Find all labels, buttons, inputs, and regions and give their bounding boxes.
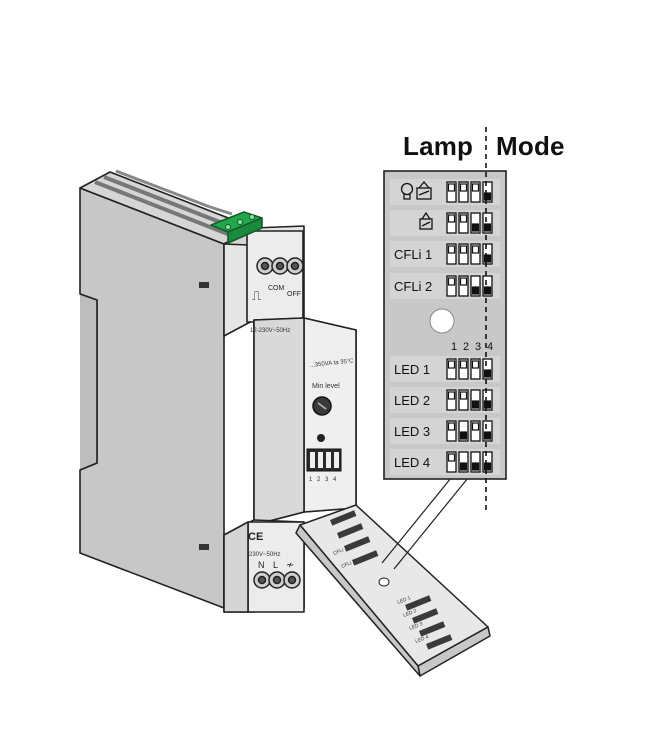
bottom-terminal-screws — [253, 571, 301, 589]
row-label: CFLi 1 — [394, 247, 432, 262]
latch-slot-icon — [199, 282, 209, 288]
row-label: LED 4 — [394, 455, 430, 470]
latch-slot-icon — [199, 544, 209, 550]
off-label: OFF — [287, 291, 301, 298]
front-rating-label: ...350VA ta 35°C — [310, 358, 355, 369]
min-level-knob-icon — [312, 396, 332, 416]
dip-switch — [482, 358, 493, 380]
row-label: LED 2 — [394, 393, 430, 408]
device-dip-number-4: 4 — [333, 477, 337, 483]
dip-switch — [446, 451, 457, 473]
device-dip-number-2: 2 — [317, 477, 321, 483]
panel-row: LED 4 — [390, 449, 500, 475]
column-number-2: 2 — [463, 341, 469, 353]
top-rating-label: 12-230V~50Hz — [250, 328, 290, 334]
row-label: LED 3 — [394, 424, 430, 439]
terminal-l-label: L — [273, 560, 278, 570]
dip-switch — [470, 181, 481, 203]
led-indicator-icon — [317, 434, 325, 442]
dip-switch — [470, 243, 481, 265]
ce-mark: CE — [248, 531, 263, 543]
callout-lines — [381, 477, 469, 570]
bottom-rating-label: 230V~50Hz — [249, 552, 281, 558]
flap-hole-icon — [378, 577, 390, 587]
dip-switch — [458, 451, 469, 473]
panel-row: CFLi 2 — [390, 273, 500, 299]
dip-switch — [482, 275, 493, 297]
com-label: COM — [268, 285, 285, 292]
flap-label-led4: LED 4 — [415, 634, 430, 645]
flap-switch-rows — [329, 510, 453, 650]
column-number-1: 1 — [451, 341, 457, 353]
dip-switch — [470, 451, 481, 473]
dip-switch — [470, 212, 481, 234]
dip-switch — [482, 451, 493, 473]
dip-switch — [470, 420, 481, 442]
dip-switch — [446, 275, 457, 297]
dip-switch — [446, 420, 457, 442]
pulse-symbol-label: ⎍ — [252, 288, 261, 303]
opened-cover-flap — [295, 504, 491, 677]
dip-switch — [446, 181, 457, 203]
panel-row: CFLi 1 — [390, 241, 500, 267]
min-level-label: Min level — [312, 383, 340, 390]
dip-switch — [458, 275, 469, 297]
terminal-n-label: N — [258, 560, 265, 570]
row-label: LED 1 — [394, 362, 430, 377]
device-dip-switch-block — [306, 448, 342, 472]
panel-row: LED 3 — [390, 418, 500, 444]
dip-switch — [482, 181, 493, 203]
dip-switch — [470, 358, 481, 380]
dip-switch — [446, 243, 457, 265]
dip-switch — [458, 389, 469, 411]
dip-switch — [482, 243, 493, 265]
flap-label-cfli1: CFLi 1 — [333, 546, 349, 557]
dip-switch — [482, 389, 493, 411]
dip-switch — [446, 389, 457, 411]
panel-row — [390, 179, 500, 205]
dip-switch — [446, 212, 457, 234]
lamp-header: Lamp — [403, 131, 474, 161]
dip-switch — [470, 389, 481, 411]
dip-switch — [482, 420, 493, 442]
flap-label-led3: LED 3 — [409, 621, 424, 632]
dip-switch — [458, 358, 469, 380]
row-label: CFLi 2 — [394, 279, 432, 294]
terminal-load-label: ≁ — [286, 560, 294, 571]
dimmer-device — [79, 169, 357, 613]
dip-switch — [446, 358, 457, 380]
device-dip-number-3: 3 — [325, 477, 329, 483]
dip-switch — [482, 212, 493, 234]
dip-switch — [458, 420, 469, 442]
panel-row: LED 2 — [390, 387, 500, 413]
dip-switch — [470, 275, 481, 297]
mode-header: Mode — [496, 131, 565, 161]
flap-label-cfli2: CFLi 2 — [341, 559, 357, 570]
column-number-3: 3 — [475, 341, 481, 353]
dip-switch — [458, 243, 469, 265]
panel-row — [390, 210, 500, 236]
dip-switch — [458, 212, 469, 234]
green-connector-icon — [225, 214, 255, 230]
device-dip-number-1: 1 — [309, 477, 313, 483]
top-terminal-screws — [256, 257, 304, 275]
transformer-icon — [419, 211, 433, 230]
flap-label-led1: LED 1 — [397, 595, 412, 606]
flap-label-led2: LED 2 — [403, 608, 418, 619]
bulb-transformer-icon — [400, 180, 432, 200]
column-number-4: 4 — [487, 341, 493, 353]
panel-row: LED 1 — [390, 356, 500, 382]
dip-switch — [458, 181, 469, 203]
